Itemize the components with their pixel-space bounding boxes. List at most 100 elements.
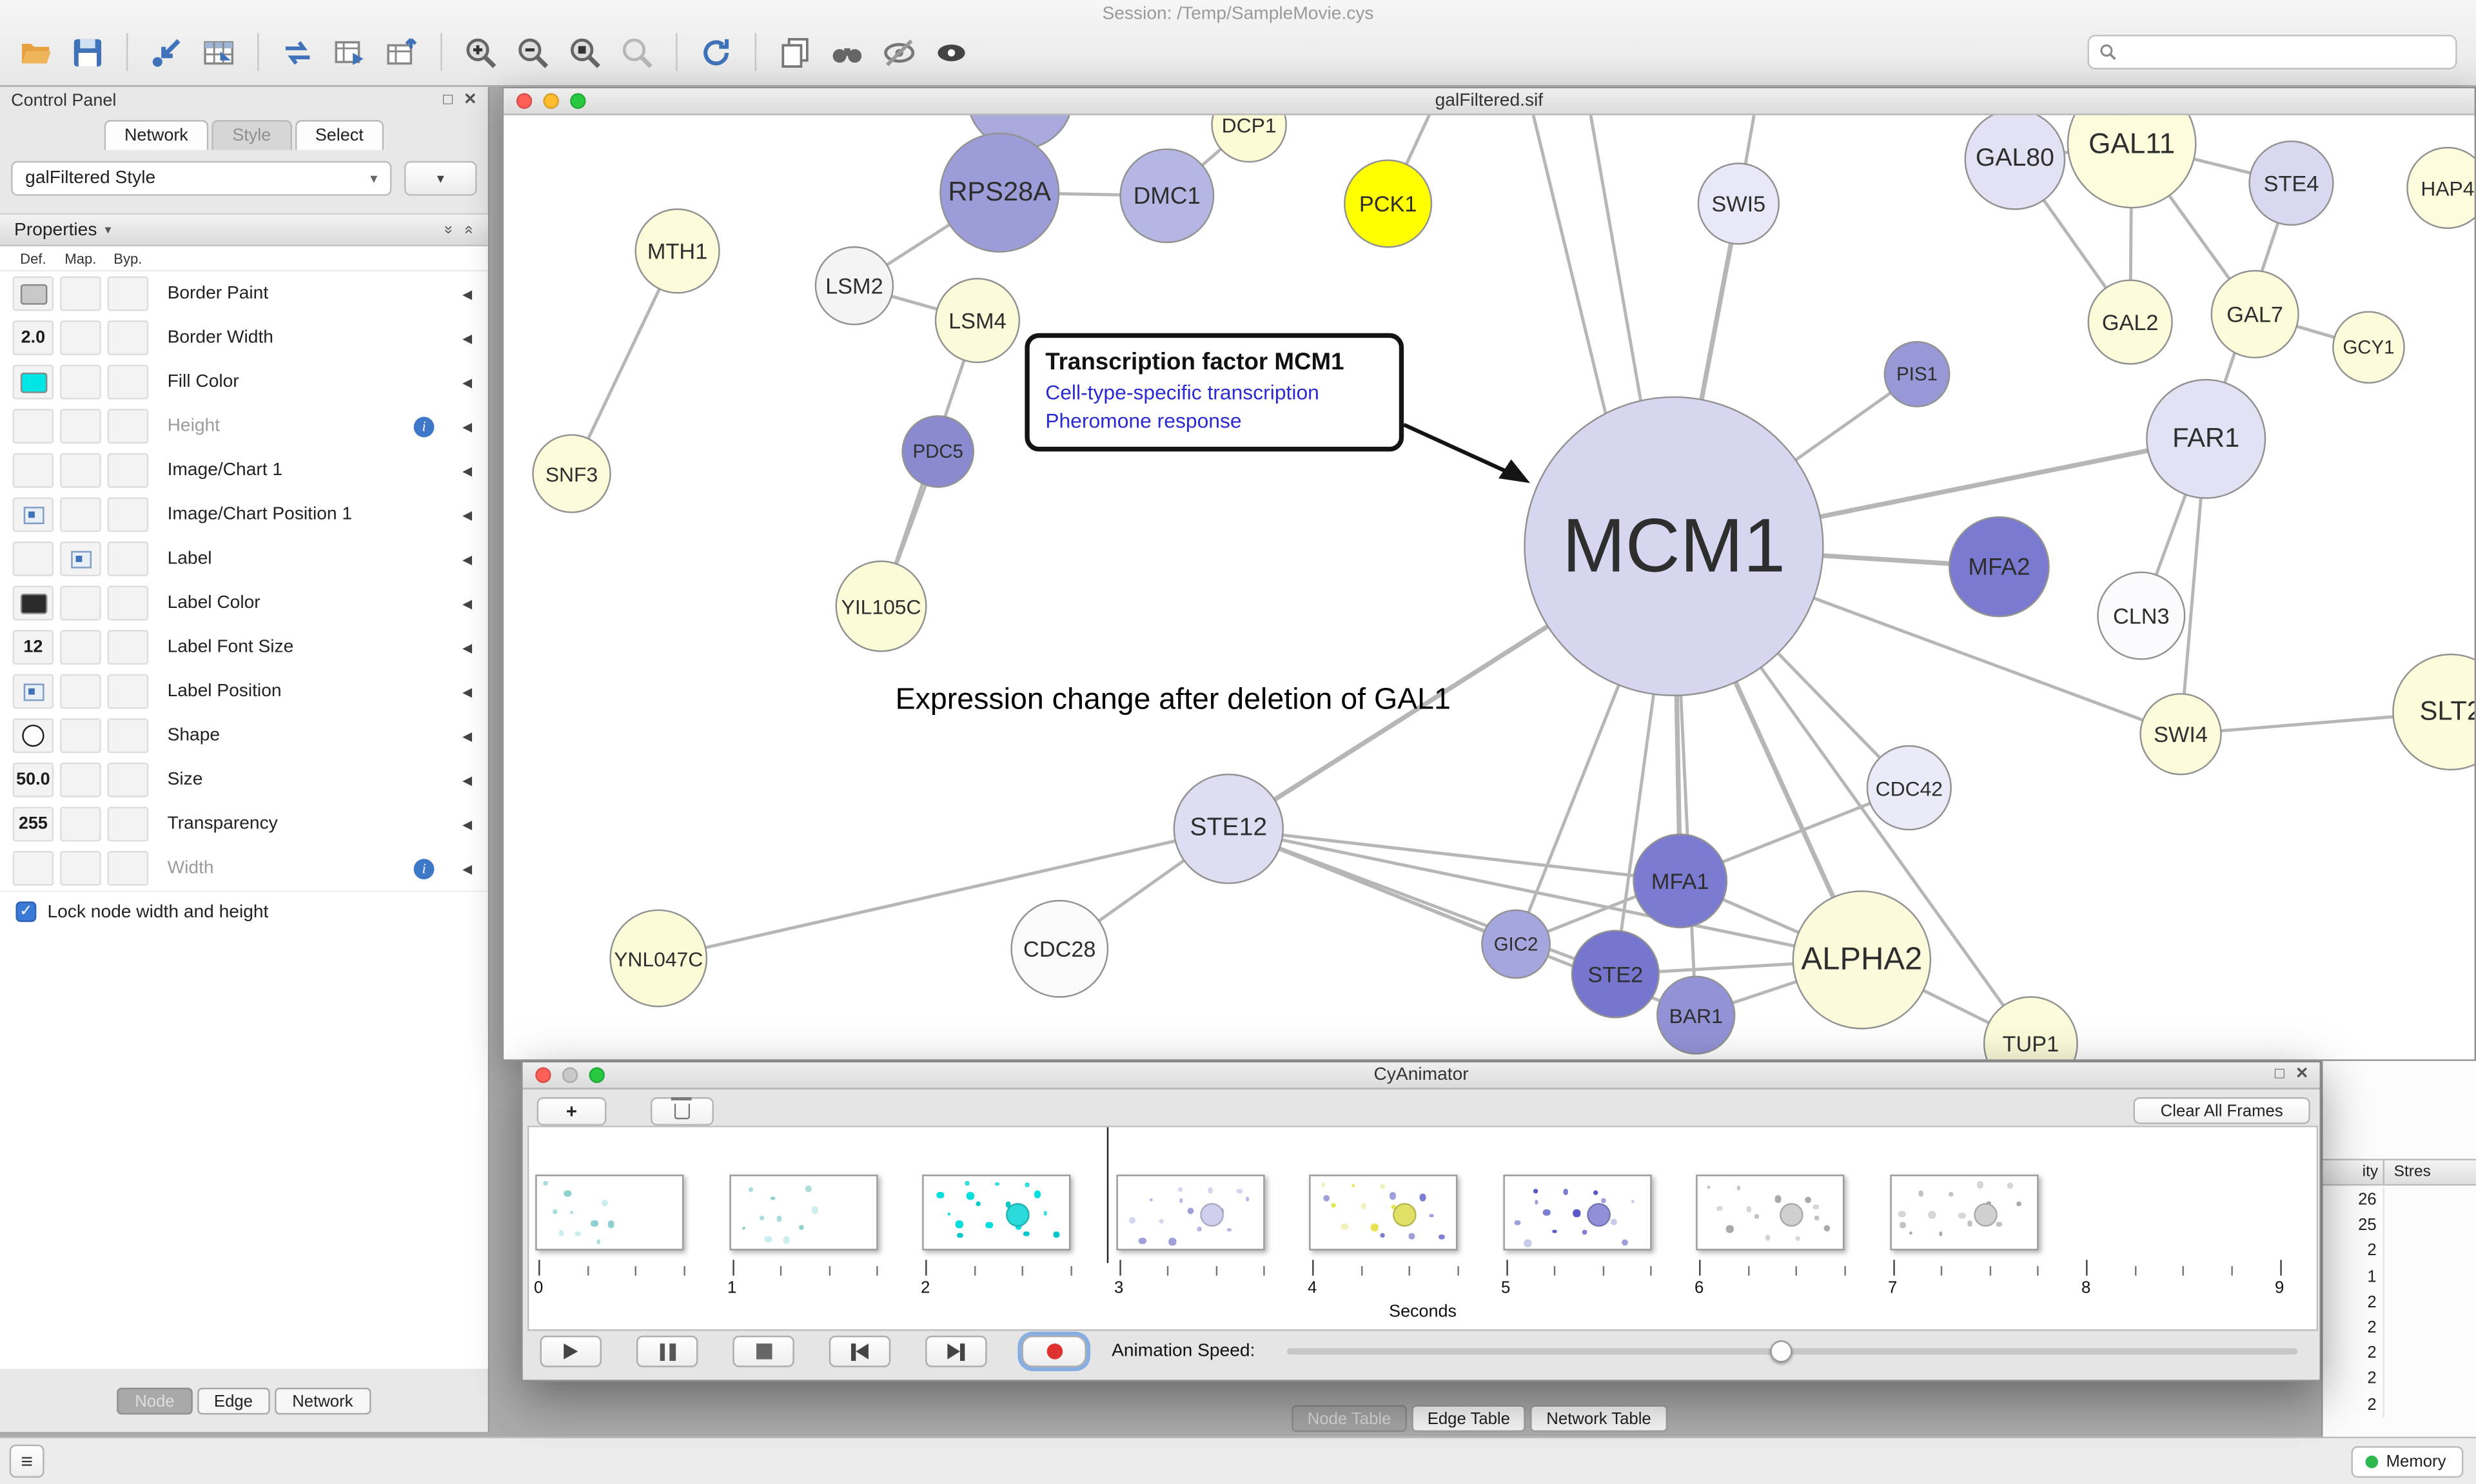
prop-cell-default[interactable] [12, 276, 54, 311]
network-edge[interactable] [1584, 115, 1646, 419]
tab-edge-style[interactable]: Edge [196, 1387, 270, 1415]
table-cell-empty[interactable] [2383, 1340, 2476, 1367]
prop-cell-mapping[interactable] [60, 320, 101, 356]
prop-cell-bypass[interactable] [107, 585, 149, 621]
tab-network-table[interactable]: Network Table [1530, 1405, 1667, 1432]
prop-cell-mapping[interactable] [60, 630, 101, 665]
prop-cell-mapping[interactable] [60, 674, 101, 709]
network-node-cdc28[interactable]: CDC28 [1010, 899, 1109, 998]
property-row-fill-color[interactable]: Fill Color◀ [0, 360, 488, 404]
table-cell-value[interactable]: 2 [2367, 1318, 2377, 1338]
expand-row-icon[interactable]: ◀ [462, 728, 473, 743]
clear-all-frames-button[interactable]: Clear All Frames [2133, 1097, 2310, 1124]
network-node-mfa2[interactable]: MFA2 [1949, 516, 2050, 618]
panel-toggle-button[interactable]: ≡ [9, 1444, 44, 1478]
prop-cell-bypass[interactable] [107, 630, 149, 665]
expand-row-icon[interactable]: ◀ [462, 286, 473, 301]
table-cell-value[interactable]: 26 [2358, 1190, 2377, 1210]
network-node-dmc1[interactable]: DMC1 [1119, 148, 1215, 244]
annotation-link-2[interactable]: Pheromone response [1045, 409, 1242, 433]
frame-thumbnail-3[interactable] [1115, 1175, 1264, 1251]
close-panel-icon[interactable]: ✕ [464, 92, 477, 109]
play-button[interactable] [540, 1335, 602, 1367]
network-node-swi5[interactable]: SWI5 [1697, 162, 1780, 245]
network-node-lsm2[interactable]: LSM2 [814, 246, 894, 326]
annotation-link-1[interactable]: Cell-type-specific transcription [1045, 380, 1319, 404]
prop-cell-mapping[interactable] [60, 585, 101, 621]
expand-row-icon[interactable]: ◀ [462, 684, 473, 699]
expand-row-icon[interactable]: ◀ [462, 817, 473, 832]
frame-thumbnail-6[interactable] [1696, 1175, 1845, 1251]
network-node-ynl047c[interactable]: YNL047C [609, 909, 708, 1008]
network-node-far1[interactable]: FAR1 [2146, 378, 2266, 499]
table-cell-empty[interactable] [2383, 1264, 2476, 1290]
network-node-mcm1[interactable]: MCM1 [1524, 396, 1824, 697]
prop-cell-default[interactable] [12, 364, 54, 400]
prop-cell-default[interactable]: 50.0 [12, 762, 54, 797]
previous-frame-button[interactable] [829, 1335, 891, 1367]
frame-thumbnail-2[interactable] [922, 1175, 1071, 1251]
delete-frame-button[interactable] [650, 1096, 714, 1125]
prop-cell-bypass[interactable] [107, 497, 149, 532]
close-panel-icon[interactable]: ✕ [2295, 1066, 2309, 1084]
style-options-button[interactable]: ▾ [404, 161, 477, 196]
table-cell-empty[interactable] [2383, 1238, 2476, 1264]
prop-cell-mapping[interactable] [60, 851, 101, 886]
save-session-button[interactable] [62, 28, 114, 75]
table-cell-value[interactable]: 2 [2367, 1343, 2377, 1363]
float-panel-icon[interactable]: □ [2274, 1066, 2284, 1084]
network-node-cdc42[interactable]: CDC42 [1866, 745, 1952, 831]
network-merge-button[interactable] [271, 28, 324, 75]
minimize-window-icon[interactable] [562, 1067, 578, 1084]
prop-cell-bypass[interactable] [107, 364, 149, 400]
search-network-button[interactable] [821, 28, 873, 75]
network-node-mth1[interactable]: MTH1 [634, 208, 720, 294]
zoom-in-button[interactable] [455, 28, 507, 75]
table-cell-empty[interactable] [2383, 1314, 2476, 1341]
next-frame-button[interactable] [925, 1335, 987, 1367]
lock-size-checkbox[interactable]: ✓ [15, 901, 37, 923]
network-node-gal80[interactable]: GAL80 [1964, 115, 2066, 210]
export-table-button[interactable] [376, 28, 428, 75]
animation-speed-slider[interactable] [1286, 1336, 2297, 1367]
search-input[interactable] [2125, 43, 2446, 62]
table-row[interactable]: 2 [2323, 1366, 2476, 1392]
network-node-hap4[interactable]: HAP4 [2406, 146, 2475, 229]
copy-button[interactable] [769, 28, 821, 75]
property-row-label-position[interactable]: Label Position◀ [0, 669, 488, 714]
property-row-border-paint[interactable]: Border Paint◀ [0, 271, 488, 316]
network-node-gal7[interactable]: GAL7 [2210, 269, 2299, 358]
table-cell-empty[interactable] [2383, 1391, 2476, 1418]
table-cell-value[interactable]: 2 [2367, 1394, 2377, 1414]
network-node-ste2[interactable]: STE2 [1571, 930, 1660, 1019]
table-cell-empty[interactable] [2383, 1213, 2476, 1238]
network-node-pis1[interactable]: PIS1 [1883, 340, 1950, 407]
search-box[interactable] [2087, 34, 2457, 70]
tab-network-style[interactable]: Network [275, 1387, 371, 1415]
table-cell-value[interactable]: 2 [2367, 1242, 2377, 1261]
export-network-button[interactable] [324, 28, 376, 75]
prop-cell-mapping[interactable] [60, 542, 101, 576]
close-window-icon[interactable] [535, 1067, 551, 1084]
network-edge[interactable] [658, 827, 1229, 960]
pause-button[interactable] [636, 1335, 698, 1367]
network-node-gic2[interactable]: GIC2 [1481, 909, 1551, 979]
prop-cell-bypass[interactable] [107, 806, 149, 842]
zoom-out-button[interactable] [507, 28, 559, 75]
cyanimator-titlebar[interactable]: CyAnimator □ ✕ [522, 1062, 2320, 1089]
refresh-view-button[interactable] [690, 28, 742, 75]
playhead[interactable] [1106, 1127, 1109, 1264]
memory-button[interactable]: Memory [2351, 1446, 2464, 1478]
zoom-selected-button[interactable] [611, 28, 663, 75]
prop-cell-default[interactable]: 12 [12, 630, 54, 665]
table-row[interactable]: 2 [2323, 1314, 2476, 1341]
expand-row-icon[interactable]: ◀ [462, 596, 473, 610]
table-cell-empty[interactable] [2383, 1366, 2476, 1392]
prop-cell-bypass[interactable] [107, 453, 149, 488]
zoom-window-icon[interactable] [570, 93, 586, 109]
